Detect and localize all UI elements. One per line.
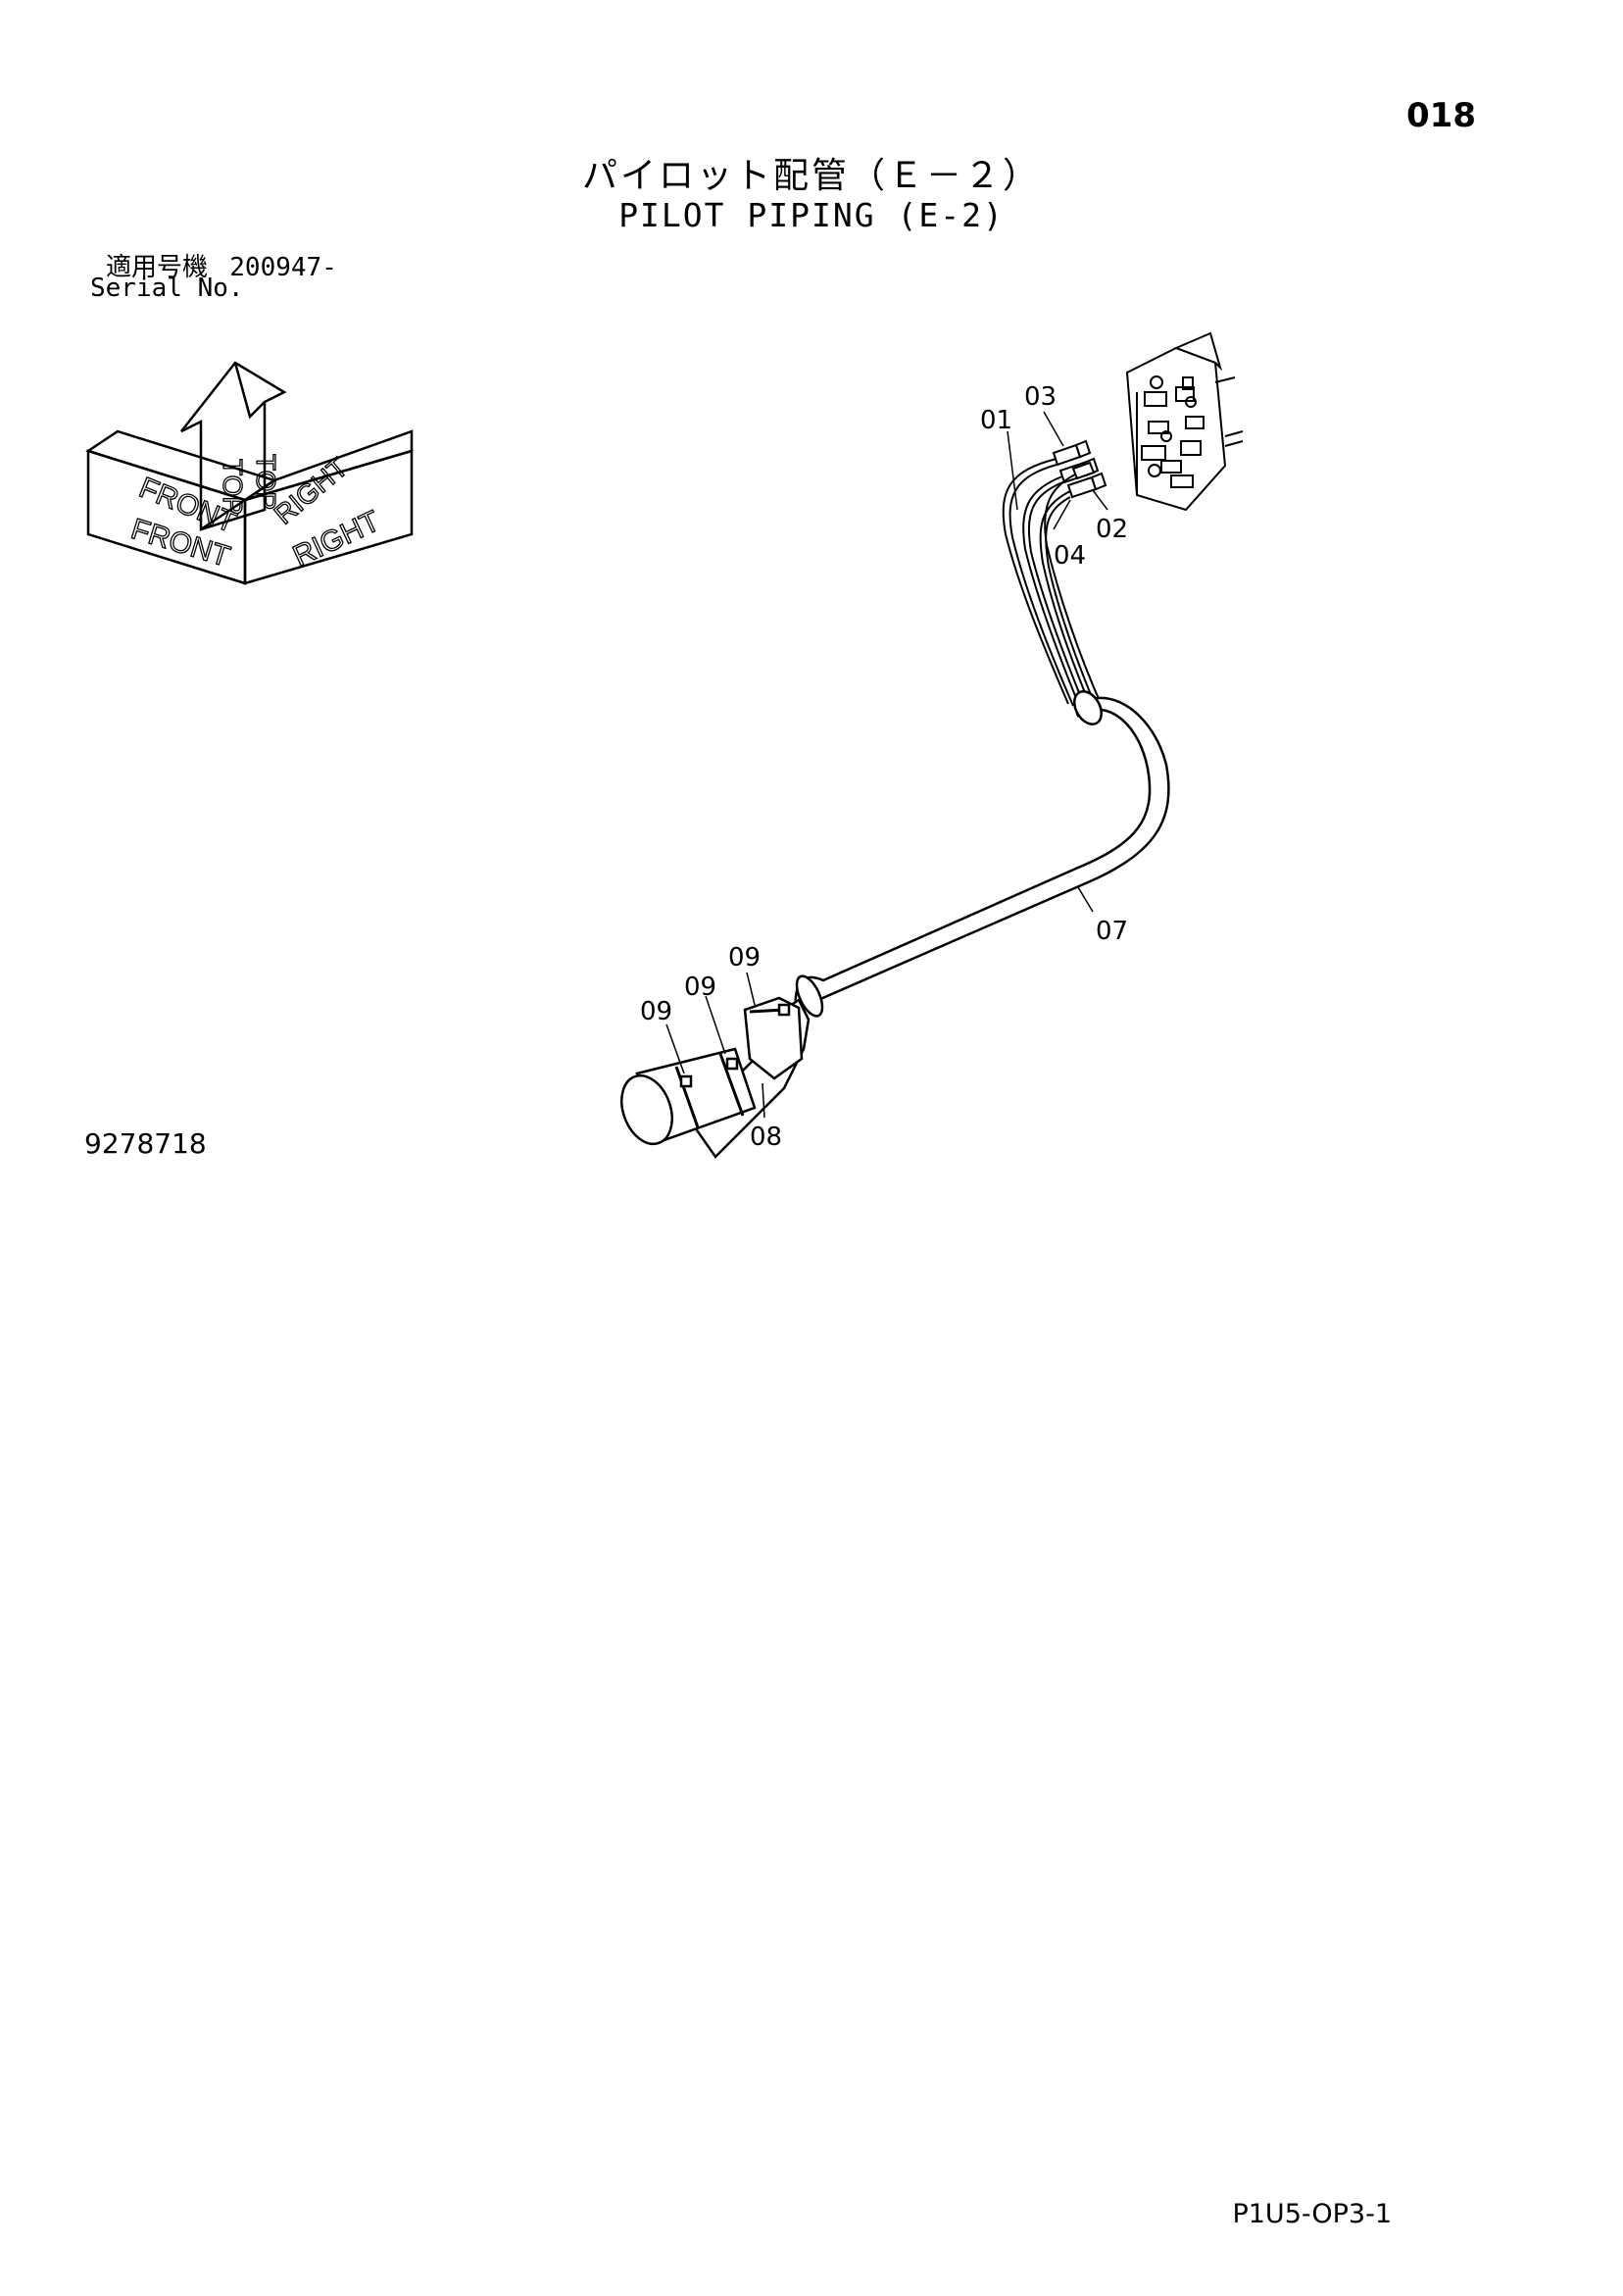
orientation-indicator: FRONT FRONT TOP TOP RIGHT RIGHT [85, 361, 414, 585]
callout-03: 03 [1024, 382, 1057, 412]
connector-assembly [620, 996, 811, 1159]
callout-09-lower: 09 [640, 997, 672, 1026]
callout-01: 01 [980, 406, 1012, 435]
top-label: TOP [218, 459, 248, 515]
pilot-hoses [1002, 458, 1104, 715]
callout-08: 08 [750, 1123, 782, 1152]
serial-label: Serial No. [90, 274, 244, 303]
top-label-shadow: TOP [251, 454, 281, 510]
callout-09-upper: 09 [728, 943, 761, 973]
page-number: 018 [1406, 96, 1476, 135]
callout-04: 04 [1054, 541, 1086, 571]
serial-value: 200947- [229, 253, 337, 282]
drawing-number: 9278718 [84, 1127, 207, 1160]
callout-07: 07 [1096, 917, 1128, 946]
callout-02: 02 [1096, 515, 1128, 544]
hose-sleeve [794, 690, 1170, 1018]
page-title: PILOT PIPING (E-2) [618, 196, 1005, 234]
control-valve [1125, 331, 1244, 512]
callout-09-middle: 09 [684, 973, 716, 1002]
leader-lines [665, 411, 1108, 1119]
hose-fittings [1052, 439, 1107, 499]
serial-label-japanese: 適用号機 [106, 253, 209, 282]
serial-applicability: 適用号機 200947- [106, 247, 337, 283]
page-title-japanese: パイロット配管（Ｅ－２） [581, 156, 1041, 196]
sheet-code: P1U5-OP3-1 [1232, 2199, 1392, 2229]
